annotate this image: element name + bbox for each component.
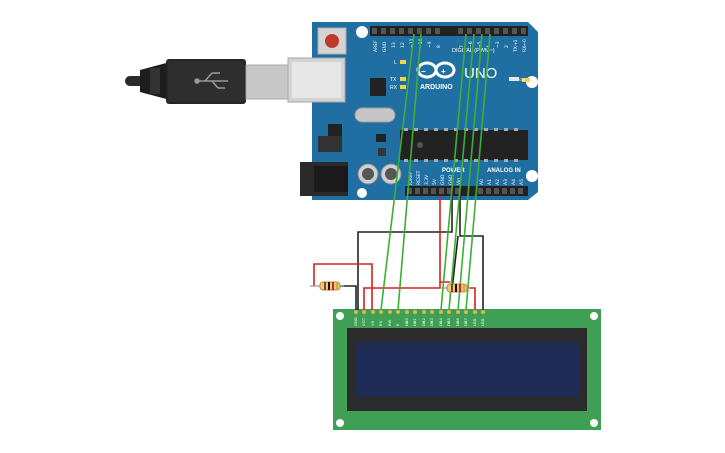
pin-label: ~9: [427, 41, 433, 48]
reset-button: [325, 34, 339, 48]
pin-label: RX←0: [522, 39, 528, 52]
svg-text:−: −: [421, 67, 426, 76]
pin-label: AREF: [373, 40, 379, 52]
resistor-right: [440, 283, 470, 293]
usb-icon: [194, 72, 228, 89]
pin-label: A0: [479, 179, 485, 185]
pin-label: ~3: [495, 41, 501, 48]
pin-label: IOREF: [408, 171, 414, 185]
resistor-left: [310, 281, 344, 291]
lcd-pin-label: RS: [378, 320, 383, 326]
pin-label: RESET: [416, 170, 422, 185]
lcd-screen: [356, 342, 579, 397]
pin-label: 5V: [432, 178, 438, 185]
pin-label: TX→1: [513, 39, 519, 53]
pin-label: ~6: [468, 41, 474, 48]
lcd-pin-label: DB6: [455, 317, 460, 326]
lcd-pin-label: DB1: [412, 317, 417, 326]
green-wires: [380, 33, 491, 311]
board-model-label: UNO: [464, 65, 497, 82]
lcd-pin-label: VCC: [361, 318, 366, 326]
arduino-board: − + UNO ARDUINO DIGITAL (PWM~) POWER ANA…: [287, 22, 538, 200]
lcd-pin-label: E: [395, 323, 400, 326]
lcd-pin-label: V0: [370, 320, 375, 326]
board-logo-label: ARDUINO: [420, 84, 453, 91]
lcd-pin-label: RW: [387, 320, 392, 326]
pin-label: ~5: [477, 41, 483, 48]
pin-label: GND: [440, 174, 446, 185]
red-wires: [313, 196, 476, 310]
pin-label: ~11: [409, 38, 415, 48]
analog-label: ANALOG IN: [487, 168, 521, 174]
led-label-rx: RX: [390, 85, 398, 91]
lcd-pin-label: DB3: [429, 317, 434, 326]
lcd-pin-label: LED: [480, 318, 485, 326]
pin-label: 2: [504, 45, 510, 48]
svg-text:+: +: [441, 67, 446, 76]
lcd-pin-label: DB5: [446, 317, 451, 326]
pin-label: A2: [495, 179, 501, 185]
pin-label: 7: [459, 45, 465, 48]
lcd-pin-label: DB4: [438, 317, 443, 326]
bottom-pin-labels: IOREF RESET 3.3V 5V GND GND Vin A0 A1 A2…: [408, 170, 525, 185]
pin-label: A4: [511, 179, 517, 185]
pin-label: 12: [400, 42, 406, 48]
lcd-module: GND VCC V0 RS RW E DB0 DB1 DB2 DB3 DB4 D…: [333, 309, 601, 430]
pin-label: 3.3V: [424, 174, 430, 185]
pin-label: GND: [382, 41, 388, 52]
pin-label: A5: [519, 179, 525, 185]
lcd-pin-label: LED: [472, 318, 477, 326]
usb-cable: [125, 59, 292, 104]
black-wires: [340, 196, 484, 310]
pin-label: A1: [487, 179, 493, 185]
pin-label: Vin: [456, 178, 462, 185]
pin-label: 8: [436, 45, 442, 48]
on-led-label: ON: [519, 77, 525, 82]
pin-label: GND: [448, 174, 454, 185]
lcd-pin-label: DB7: [463, 317, 468, 326]
lcd-pin-label: DB2: [421, 317, 426, 326]
pin-label: A3: [503, 179, 509, 185]
led-label-tx: TX: [390, 77, 397, 83]
pin-label: 13: [391, 42, 397, 48]
lcd-pin-label: GND: [353, 317, 358, 326]
lcd-pin-labels: GND VCC V0 RS RW E DB0 DB1 DB2 DB3 DB4 D…: [353, 317, 485, 326]
led-label-l: L: [394, 60, 397, 66]
digital-header-label: DIGITAL (PWM~): [452, 48, 495, 54]
lcd-pin-label: DB0: [404, 317, 409, 326]
